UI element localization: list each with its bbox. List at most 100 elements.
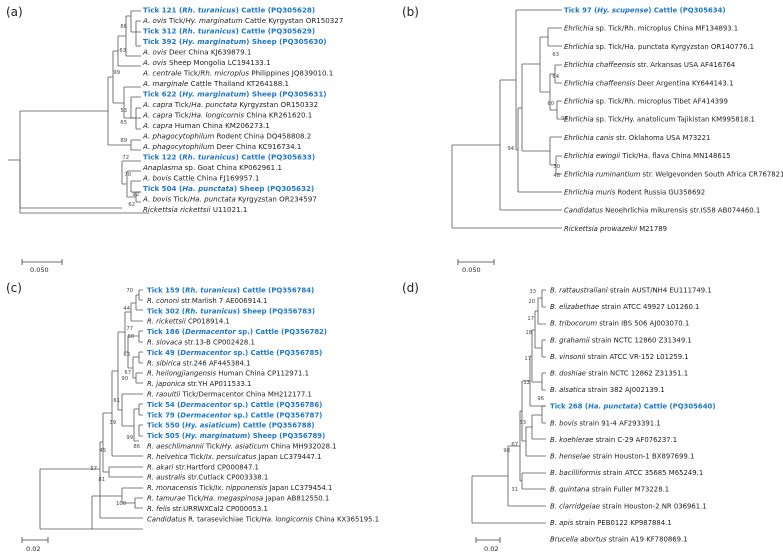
leaf-label: B. bacilliformis strain ATCC 35685 M6524…	[550, 469, 703, 477]
leaf-label: A. ovis Sheep Mongolia LC194133.1	[142, 58, 271, 67]
leaf-label: A. centrale Tick/Rh. microplus Philippin…	[142, 69, 333, 78]
leaf-label: B. clarridgeiae strain Houston-2 NR 0369…	[550, 502, 707, 510]
leaf-label: Rickettsia rickettsii U11021.1	[143, 205, 247, 214]
bootstrap-value: 12	[523, 380, 530, 386]
bootstrap-value: 70	[126, 288, 133, 294]
bootstrap-value: 94	[507, 146, 514, 152]
branch	[534, 310, 542, 349]
branch	[111, 370, 143, 457]
bootstrap-value: 98	[503, 448, 510, 454]
leaf-label: B. koehlerae strain C-29 AF076237.1	[550, 436, 677, 444]
branch	[130, 180, 141, 193]
branch	[135, 107, 141, 130]
branch	[121, 393, 143, 427]
branch	[525, 426, 546, 457]
branch	[541, 339, 546, 358]
leaf-label: R. heilongjiangensis Human China CP11297…	[147, 370, 309, 378]
scale-bar	[21, 259, 63, 265]
bootstrap-value: 33	[519, 420, 526, 426]
leaf-label: A. ovis Deer China KJ639879.1	[142, 48, 251, 57]
branch	[135, 294, 143, 311]
branch	[135, 372, 143, 384]
leaf-label: Ehrlichia ruminantium str. Welgevonden S…	[564, 170, 783, 178]
branch	[138, 289, 143, 301]
branch	[8, 159, 149, 214]
leaf-label-sample: Tick 121 (Rh. turanicus) Cattle (PQ30562…	[143, 6, 315, 15]
tree-branches	[471, 289, 546, 524]
leaf-label: B. quintana strain Fuller M73228.1	[550, 486, 669, 494]
bootstrap-value: 67	[511, 442, 518, 448]
panel-b: (b)Tick 97 (Hy. scupense) Cattle (PQ3056…	[402, 5, 783, 274]
leaf-label: A. capra Tick/Ha. punctata Kyrgyzstan OR…	[142, 100, 318, 109]
leaf-label: B. alsatica strain 382 AJ002139.1	[550, 386, 665, 394]
leaf-label: Brucella abortus strain A19 KF780869.1	[550, 536, 688, 544]
leaf-label-sample: Tick 268 (Ha. punctata) Cattle (PQ305640…	[550, 403, 715, 411]
scale-bar	[21, 537, 49, 543]
leaf-label-sample: Tick 505 (Hy. marginatum) Sheep (PQ35678…	[147, 432, 325, 440]
branch	[121, 487, 143, 504]
panel-c: (c)Tick 159 (Rh. turanicus) Cattle (PQ35…	[6, 281, 379, 553]
leaf-label: R. slovaca str.13-B CP002428.1	[147, 339, 255, 347]
panel-label: (c)	[6, 281, 22, 295]
bootstrap-value: 48	[553, 173, 560, 179]
leaf-label-sample: Tick 186 (Dermacentor sp.) Cattle (PQ356…	[147, 328, 327, 336]
branch	[102, 412, 112, 473]
bootstrap-value: 72	[122, 155, 129, 161]
branch	[541, 372, 546, 391]
branch	[112, 50, 124, 104]
branch	[130, 139, 141, 151]
branch	[138, 351, 143, 364]
scale-bar	[475, 537, 501, 543]
panel-label: (d)	[402, 281, 419, 295]
branch	[108, 466, 143, 478]
leaf-label-sample: Tick 504 (Ha. punctata) Sheep (PQ305632)	[143, 184, 314, 193]
bootstrap-value: 61	[113, 398, 120, 404]
leaf-label: B. tribocorum strain IBS 506 AJ003070.1	[550, 320, 689, 328]
leaf-label: R. cononi str.Marlish 7 AE006914.1	[147, 297, 267, 305]
bootstrap-value: 31	[511, 487, 518, 493]
bootstrap-value: 70	[124, 172, 131, 178]
leaf-label: Ehrlichia ewingii Tick/Ha. flava China M…	[564, 152, 731, 160]
bootstrap-value: 17	[524, 356, 531, 362]
leaf-label: B. elizabethae strain ATCC 49927 L01260.…	[550, 303, 699, 311]
bootstrap-value: 63	[119, 48, 126, 54]
leaf-label: Ehrlichia sp. Tick/Hy. anatolicum Tajiki…	[564, 116, 755, 124]
leaf-label: B. bovis strain 91-4 AF293391.1	[550, 419, 661, 427]
bootstrap-value: 17	[527, 316, 534, 322]
leaf-label: R. akari str.Hartford CP000847.1	[147, 463, 259, 471]
leaf-label: A. capra Human China KM206273.1	[142, 121, 270, 130]
leaf-label: R. felis str.URRWXCal2 CP000053.1	[147, 505, 268, 513]
leaf-label: A. ovis Tick/Hy. marginatum Cattle Kyrgy…	[142, 16, 343, 25]
branch	[541, 405, 546, 424]
branch	[125, 15, 141, 57]
branch	[521, 63, 550, 152]
branch	[138, 403, 143, 416]
branch	[451, 144, 562, 229]
tree-branches	[39, 289, 143, 530]
leaf-label: Ehrlichia sp. Tick/Rh. microplus China M…	[564, 25, 738, 33]
branch	[138, 424, 143, 437]
branch	[130, 302, 143, 322]
branch	[521, 472, 546, 490]
leaf-label-sample: Tick 122 (Rh. turanicus) Cattle (PQ30563…	[143, 153, 315, 162]
branch	[99, 441, 143, 519]
bootstrap-value: 18	[525, 330, 532, 336]
bootstrap-value: 81	[98, 477, 105, 483]
leaf-label: R. aeschlimannii Tick/Hy. asiaticum Chin…	[147, 443, 337, 451]
leaf-label: B. doshiae strain NCTC 12862 Z31351.1	[550, 370, 688, 378]
bootstrap-value: 95	[561, 116, 568, 122]
leaf-label: Ehrlichia chaffeensis str. Arkansas USA …	[564, 61, 735, 69]
leaf-label: A. marginale Cattle Thailand KT264188.1	[142, 79, 289, 88]
scale-bar-label: 0.02	[484, 545, 498, 553]
scale-bar-label: 0.050	[30, 266, 49, 274]
leaf-label-sample: Tick 79 (Dermacentor sp.) Cattle (PQ3567…	[147, 411, 322, 419]
scale-bar-label: 0.02	[26, 545, 40, 553]
bootstrap-value: 77	[126, 326, 133, 332]
leaf-label: B. rattaustraliani strain AUST/NH4 EU111…	[550, 287, 712, 295]
bootstrap-value: 44	[123, 306, 130, 312]
leaf-label: R. australis str.Cutlack CP003338.1	[147, 474, 268, 482]
branch	[507, 445, 546, 507]
leaf-label: Anaplasma sp. Goat China KP062961.1	[142, 163, 282, 172]
leaf-label: R. monacensis Tick/Ix. nipponensis Japan…	[147, 484, 332, 492]
leaf-label: R. tamurae Tick/Ha. megaspinosa Japan AB…	[147, 495, 329, 503]
